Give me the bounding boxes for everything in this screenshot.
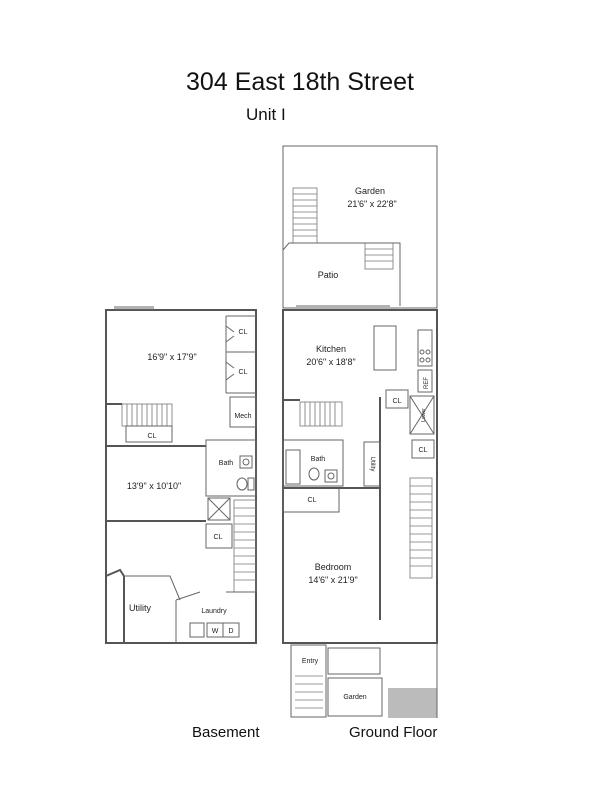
- ground-floor-caption: Ground Floor: [349, 724, 438, 741]
- stair-treads: [410, 485, 432, 567]
- basement-laundry: Laundry: [201, 608, 227, 615]
- basement-cl-2: CL: [239, 369, 248, 376]
- kitchen-label: Kitchen: [316, 344, 346, 354]
- closet: [205, 523, 233, 549]
- mech-room: [229, 396, 257, 428]
- bathtub: [285, 449, 301, 485]
- garden-dims: 21'6" x 22'8": [347, 199, 396, 209]
- stove: [417, 329, 433, 367]
- garden-stairs: [292, 187, 318, 244]
- ground-cl-3: CL: [308, 497, 317, 504]
- entry-area: [290, 644, 327, 718]
- page-title: 304 East 18th Street: [186, 68, 414, 96]
- entry-stairs: [295, 675, 323, 709]
- sink-basin: [327, 472, 335, 480]
- basement-caption: Basement: [192, 724, 260, 741]
- unit-label: Unit I: [246, 105, 286, 124]
- bedroom-dims: 14'6" x 21'9": [308, 575, 357, 585]
- kitchen-island: [373, 325, 397, 371]
- closet: [385, 389, 409, 409]
- burner: [419, 357, 425, 363]
- sink: [239, 455, 253, 469]
- stairs: [233, 499, 257, 593]
- refrigerator: [417, 369, 433, 393]
- garden-small-area: [327, 677, 383, 717]
- basement-room-middle-dims: 13'9" x 10'10": [127, 481, 181, 491]
- basement-plan: 16'9" x 17'9" CL CL Mech CL Bath 13'9" x…: [105, 306, 257, 644]
- utility-door: [124, 575, 181, 601]
- utility-wall: [105, 568, 125, 643]
- ground-utility: Utility: [369, 457, 375, 472]
- stair-treads: [365, 248, 393, 262]
- dryer-label: D: [228, 628, 233, 635]
- closet-door: [225, 325, 235, 343]
- burner: [425, 349, 431, 355]
- basement-room-main-dims: 16'9" x 17'9": [147, 352, 196, 362]
- stair-treads: [304, 402, 336, 426]
- vestibule: [327, 647, 381, 675]
- shower: [207, 497, 231, 521]
- toilet: [308, 467, 320, 481]
- entry-label: Entry: [302, 658, 319, 665]
- washer-label: W: [212, 628, 219, 635]
- shower-x: [207, 497, 231, 521]
- toilet: [236, 477, 248, 491]
- closet: [411, 439, 435, 459]
- bath-room: [205, 439, 257, 497]
- stair-treads: [126, 404, 168, 426]
- ground-floor-plan: Garden 21'6" x 22'8" Patio Kitchen 20'6"…: [282, 145, 438, 718]
- ground-cl-2: CL: [419, 447, 428, 454]
- garden-label: Garden: [355, 186, 385, 196]
- laundry-sink: [189, 622, 205, 638]
- ground-bath: Bath: [311, 456, 326, 463]
- basement-cl-1: CL: [239, 329, 248, 336]
- toilet-tank: [247, 477, 255, 491]
- patio-wall: [282, 242, 401, 306]
- elevator: [409, 395, 435, 435]
- burner: [419, 349, 425, 355]
- garden-area: [282, 145, 438, 309]
- burner: [425, 357, 431, 363]
- stair-treads: [234, 507, 256, 581]
- ref-label: REF: [424, 377, 430, 389]
- basement-bath: Bath: [219, 460, 234, 467]
- dryer: [222, 622, 240, 638]
- closet: [125, 425, 173, 443]
- patio-stairs: [364, 242, 394, 270]
- bedroom-label: Bedroom: [315, 562, 352, 572]
- stair-treads: [293, 193, 317, 237]
- elevator-x: [409, 395, 435, 435]
- closet-door: [225, 361, 235, 381]
- basement-utility: Utility: [129, 603, 151, 613]
- kitchen-stairs: [299, 401, 343, 427]
- bath-room: [282, 439, 344, 487]
- patio-label: Patio: [318, 270, 339, 280]
- basement-mech: Mech: [234, 413, 251, 420]
- laundry-wall: [175, 591, 201, 643]
- elevator-label: Lower: [421, 408, 427, 422]
- sink-basin: [242, 458, 250, 466]
- ground-cl-1: CL: [393, 398, 402, 405]
- garden-small-label: Garden: [343, 694, 366, 701]
- sink: [324, 469, 338, 483]
- shaded-area: [388, 688, 437, 718]
- hall-stairs: [409, 477, 433, 579]
- kitchen-dims: 20'6" x 18'8": [306, 357, 355, 367]
- basement-cl-4: CL: [214, 534, 223, 541]
- basement-cl-3: CL: [148, 433, 157, 440]
- utility-closet: [363, 441, 381, 487]
